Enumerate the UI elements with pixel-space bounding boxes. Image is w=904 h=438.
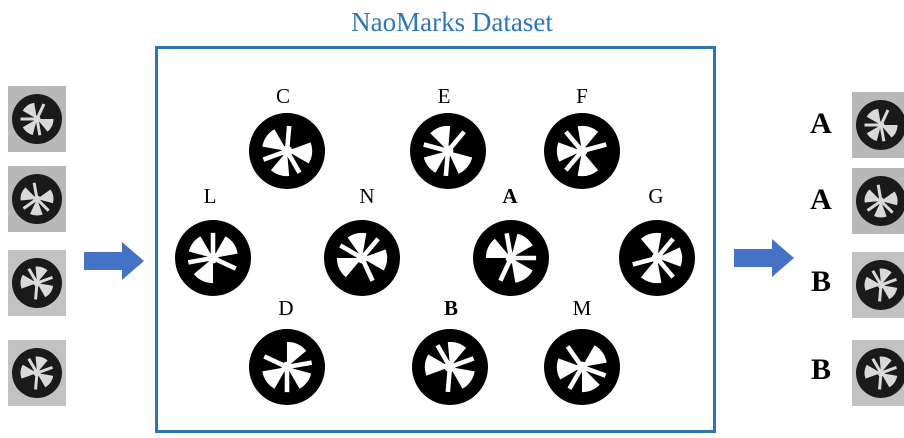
input-photo-3 — [8, 250, 66, 316]
naomark-photo-icon — [856, 176, 904, 226]
naomark-photo-icon — [12, 348, 62, 398]
naomark-icon — [249, 113, 325, 189]
marker-label: D — [278, 296, 294, 320]
input-photo-1 — [8, 86, 66, 152]
marker-label: N — [359, 184, 375, 208]
naomark-icon — [619, 220, 695, 296]
result-label-4: B — [810, 353, 831, 386]
dataset-title: NaoMarks Dataset — [351, 7, 553, 37]
arrow-right-icon — [84, 242, 144, 280]
marker-label: L — [203, 184, 217, 208]
marker-label: A — [502, 184, 518, 208]
result-label-1: A — [810, 107, 832, 140]
marker-label: B — [443, 296, 458, 320]
result-photo-3 — [852, 252, 904, 318]
naomark-icon — [473, 220, 549, 296]
naomark-photo-icon — [856, 348, 904, 398]
marker-label: G — [648, 184, 664, 208]
marker-label: M — [572, 296, 592, 320]
naomark-icon — [175, 220, 251, 296]
naomark-photo-icon — [12, 258, 62, 308]
naomark-icon — [249, 329, 325, 405]
arrow-right-icon — [734, 239, 794, 277]
naomark-icon — [544, 329, 620, 405]
naomark-icon — [412, 329, 488, 405]
naomark-photo-icon — [12, 94, 62, 144]
naomark-photo-icon — [856, 100, 904, 150]
marker-label: E — [437, 84, 451, 108]
result-label-3: B — [810, 265, 831, 298]
dataset-box — [155, 46, 716, 433]
naomark-icon — [544, 113, 620, 189]
naomark-icon — [324, 220, 400, 296]
result-photo-4 — [852, 340, 904, 406]
result-photo-2 — [852, 168, 904, 234]
marker-label: C — [275, 84, 290, 108]
result-label-2: A — [810, 183, 832, 216]
input-photo-2 — [8, 166, 66, 232]
input-photo-4 — [8, 340, 66, 406]
marker-label: F — [576, 84, 588, 108]
naomark-photo-icon — [856, 260, 904, 310]
naomark-photo-icon — [12, 174, 62, 224]
result-photo-1 — [852, 92, 904, 158]
naomark-icon — [410, 113, 486, 189]
